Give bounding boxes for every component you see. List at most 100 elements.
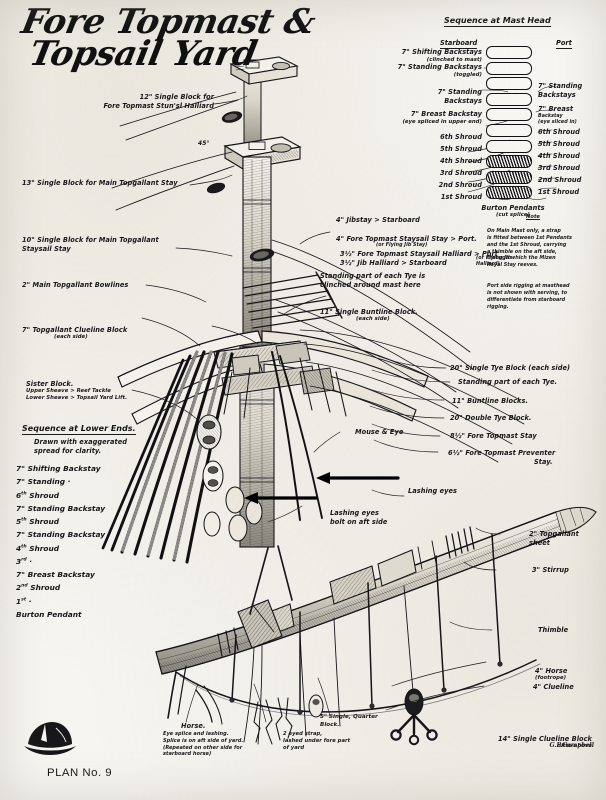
label-single-clueline-block: 14" Single Clueline Block ditto above: [436, 726, 592, 759]
label-main-topgallant-stay: 13" Single Block for Main Topgallant Sta…: [22, 179, 178, 187]
label-sister-block: Sister Block. Upper Sheave > Reef Tackle…: [26, 371, 166, 411]
mast-head-port-item-text: 4th Shroud: [538, 152, 580, 160]
label-sister-block-text: Sister Block.: [26, 379, 74, 388]
sequence-lower-item: Burton Pendant: [16, 609, 82, 619]
mast-head-rung: [486, 108, 532, 122]
label-lashing-eyes-bolt: Lashing eyes bolt on aft side: [330, 509, 388, 526]
mast-head-port-item: 2nd Shroud: [538, 176, 604, 185]
sequence-lower-item: 7" Standing Backstay: [16, 503, 106, 513]
label-buntline-block: 11" Single Buntline Block. (each side): [320, 299, 470, 332]
mast-head-starboard-item-text: 1st Shroud: [440, 193, 482, 201]
mast-head-starboard-item: 6th Shroud: [396, 133, 482, 142]
label-fore-topmast-staysail-stay-text: 4" Fore Topmast Staysail Stay > Port.: [336, 234, 477, 243]
mast-head-rung: [486, 77, 532, 91]
mast-head-port-item: 1st Shroud: [538, 188, 604, 197]
plan-number: PLAN No. 9: [47, 767, 113, 779]
page-title-line2: Topsail Yard: [26, 34, 260, 74]
label-double-tye-block: 20" Double Tye Block.: [450, 414, 532, 422]
label-topgallant-sheet: 2" Topgallant sheet: [529, 530, 579, 547]
label-quarter-block: 5" Single, Quarter Block.: [320, 714, 378, 728]
mast-head-rung: [486, 46, 532, 59]
label-horse-detail: Eye splice and lashing. Splice is on aft…: [163, 731, 244, 758]
sequence-lower-subheading: Drawn with exaggerated spread for clarit…: [34, 438, 127, 455]
label-buntline-block-sub: (each side): [356, 316, 390, 323]
mast-head-heading: Sequence at Mast Head: [444, 16, 551, 27]
mast-head-port-item: 6th Shroud: [538, 128, 604, 137]
mast-head-rung: [486, 155, 532, 169]
note-heading: Note: [526, 213, 540, 220]
sequence-lower-item: 7" Standing Backstay: [16, 530, 106, 540]
mast-head-starboard-label: Starboard: [440, 39, 478, 49]
label-staysail-halliard-port: 3½" Fore Topmast Staysail Halliard > Por…: [340, 250, 499, 258]
label-horse-right-text: 4" Horse: [535, 666, 568, 675]
ship-emblem: [24, 722, 76, 755]
label-sister-block-sub: Upper Sheave > Reef Tackle Lower Sheave …: [26, 388, 128, 402]
sequence-lower-item: 4th Shroud: [16, 543, 60, 553]
sequence-lower-item: 7" Breast Backstay: [16, 570, 95, 579]
mast-head-rung: [486, 61, 532, 75]
mast-head-starboard-item: 7" Shifting Backstays(clinched to mast): [396, 48, 482, 64]
mast-head-starboard-item: 7" Standing Backstays(toggled): [396, 63, 482, 79]
sequence-lower-item: 7" Shifting Backstay: [16, 464, 101, 473]
label-fore-topmast-staysail-stay: 4" Fore Topmast Staysail Stay > Port. (o…: [336, 226, 526, 258]
label-single-clueline-block-text: 14" Single Clueline Block: [498, 734, 592, 743]
mast-head-starboard-item: 1st Shroud: [396, 193, 482, 202]
mast-head-starboard-item-text: 5th Shroud: [440, 145, 482, 153]
mast-head-port-item: 3rd Shroud: [538, 164, 604, 173]
mast-head-starboard-item-sub: (toggled): [453, 71, 482, 78]
label-mouse-eye: Mouse & Eye: [355, 428, 404, 436]
mast-head-port-item-text: 5th Shroud: [538, 140, 580, 148]
mast-head-starboard-item: 3rd Shroud: [396, 169, 482, 178]
label-horse-bottom: Horse.: [181, 722, 206, 730]
label-fore-topmast-preventer-cont: Stay.: [534, 458, 553, 466]
label-standing-part-tye: Standing part of each Tye is clinched ar…: [320, 272, 426, 289]
label-burton-pendants-sub: (cut splice): [495, 212, 531, 219]
mast-head-starboard-item: 7" Standing Backstays: [396, 88, 482, 105]
sequence-lower-item: 6th Shroud: [16, 490, 60, 500]
sequence-lower-item: 2nd Shroud: [16, 583, 61, 593]
note-main-mast: Note On Main Mast only, a strap is fitte…: [487, 207, 579, 269]
mast-head-port-item: 5th Shroud: [538, 140, 604, 149]
mast-head-rung: [486, 124, 532, 137]
sequence-lower-item: 5th Shroud: [16, 517, 60, 526]
label-stirrup: 3" Stirrup: [532, 566, 569, 574]
label-eyed-strap: 2 eyed strap, lashed under fore part of …: [283, 731, 351, 752]
mast-head-starboard-item-text: 7" Shifting Backstays: [401, 48, 482, 56]
mast-head-starboard-item-text: 7" Standing Backstays: [397, 63, 482, 71]
label-topgallant-clueline-block: 7" Topgallant Clueline Block (each side): [22, 317, 172, 350]
mast-head-starboard-item-text: 6th Shroud: [440, 133, 482, 141]
label-buntline-block-text: 11" Single Buntline Block.: [320, 307, 418, 316]
label-topgallant-clueline-block-text: 7" Topgallant Clueline Block: [22, 325, 128, 334]
mast-head-port-item: 7" Standing Backstays: [538, 82, 604, 99]
label-topgallant-clueline-block-sub: (each side): [54, 334, 88, 341]
label-thimble: Thimble: [538, 626, 569, 634]
mast-head-port-item-text: 3rd Shroud: [538, 164, 580, 172]
label-fore-topmast-staysail-stay-sub: (or Flying Jib Stay): [376, 243, 428, 249]
sequence-lower-heading: Sequence at Lower Ends.: [22, 424, 136, 435]
label-standing-part-each-tye: Standing part of each Tye.: [458, 378, 558, 386]
mast-head-starboard-item: 5th Shroud: [396, 145, 482, 154]
mast-head-rung: [486, 139, 532, 153]
label-burton-pendants: Burton Pendants (cut splice): [470, 195, 556, 228]
label-jib-halliard-sub: (or Flying Jib Halliard): [476, 256, 512, 268]
mast-head-starboard-item-text: 3rd Shroud: [440, 169, 482, 177]
mast-head-port-item-text: 1st Shroud: [538, 188, 580, 196]
mast-head-starboard-item-text: 2nd Shroud: [438, 181, 482, 189]
label-single-clueline-block-sub: ditto above: [557, 743, 592, 750]
label-jib-halliard-starboard: 3½" Jib Halliard > Starboard: [340, 259, 447, 267]
mast-head-starboard-item: 2nd Shroud: [396, 181, 482, 190]
label-angle-45: 45°: [198, 140, 210, 147]
sequence-lower-item: 3rd ·: [16, 556, 33, 566]
note-main-mast-text: On Main Mast only, a strap is fitted bet…: [487, 228, 572, 269]
mast-head-port-item-text: 7" Breast: [538, 105, 574, 113]
mast-head-rung: [486, 186, 532, 200]
label-main-topgallant-bowlines: 2" Main Topgallant Bowlines: [22, 281, 129, 289]
note-port-side-rigging: Port side rigging at masthead is not sho…: [487, 283, 570, 310]
mast-head-port-item: 4th Shroud: [538, 152, 604, 161]
label-horse-right-sub: (footrope): [535, 675, 567, 682]
mast-head-starboard-item-text: 7" Standing Backstays: [437, 88, 482, 105]
mast-head-starboard-item: 7" Breast Backstay(eye spliced in upper …: [396, 110, 482, 126]
